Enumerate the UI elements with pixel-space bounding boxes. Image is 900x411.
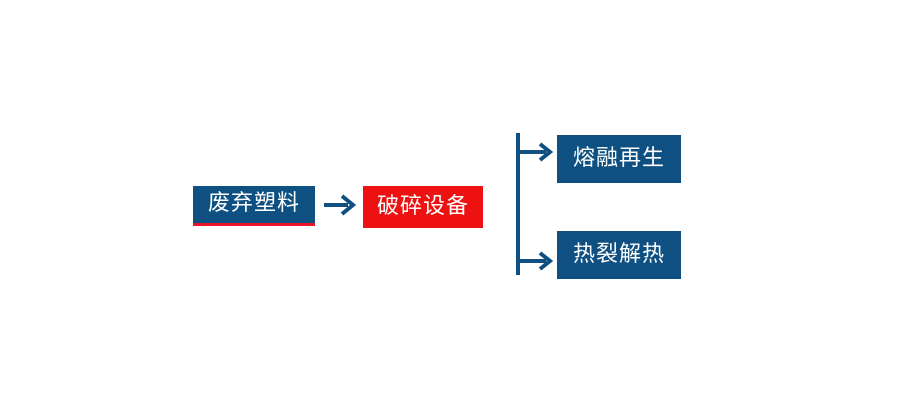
node-melt-regeneration[interactable]: 熔融再生 xyxy=(557,135,681,183)
node-crushing-equipment-label: 破碎设备 xyxy=(376,193,469,219)
connector-main-arrow xyxy=(322,188,360,222)
node-pyrolysis-label: 热裂解热 xyxy=(572,241,665,267)
connector-branch xyxy=(510,128,558,280)
node-pyrolysis[interactable]: 热裂解热 xyxy=(557,231,681,279)
node-waste-plastic[interactable]: 废弃塑料 xyxy=(193,186,315,223)
arrow-right-icon xyxy=(324,194,357,216)
branch-arrows-icon xyxy=(516,133,554,275)
node-waste-plastic-label: 废弃塑料 xyxy=(207,191,300,216)
node-melt-regeneration-label: 熔融再生 xyxy=(572,145,665,171)
node-crushing-equipment[interactable]: 破碎设备 xyxy=(363,186,483,228)
node-waste-plastic-accent-underline xyxy=(193,223,315,226)
